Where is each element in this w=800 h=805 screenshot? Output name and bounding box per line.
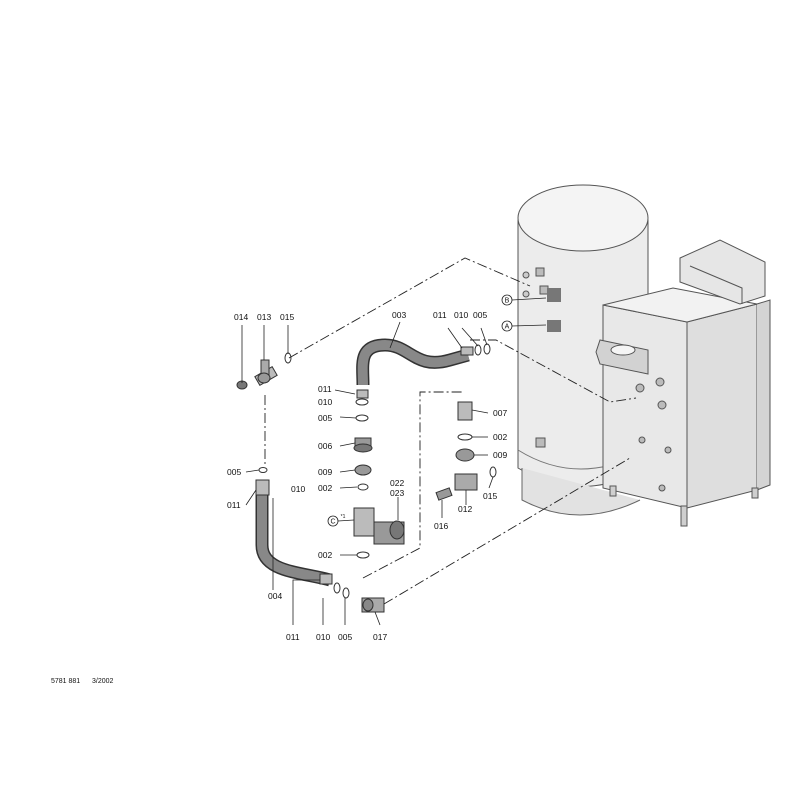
label-011: 011 xyxy=(286,632,300,642)
label-002: 002 xyxy=(318,550,332,560)
label-017: 017 xyxy=(373,632,387,642)
label-011: 011 xyxy=(318,384,332,394)
label-013: 013 xyxy=(257,312,271,322)
label-007: 007 xyxy=(493,408,507,418)
svg-text:B: B xyxy=(505,298,510,305)
label-005: 005 xyxy=(473,310,487,320)
assembly-lines xyxy=(264,257,637,605)
svg-text:*1: *1 xyxy=(341,514,346,520)
label-002: 002 xyxy=(493,432,507,442)
label-005: 005 xyxy=(338,632,352,642)
part-labels: 014 013 015 003 011 010 005 011 010 005 … xyxy=(227,310,507,642)
left-fittings xyxy=(255,467,350,599)
label-014: 014 xyxy=(234,312,248,322)
label-009: 009 xyxy=(318,467,332,477)
leader-lines xyxy=(241,321,494,626)
boiler-unit xyxy=(595,239,771,527)
label-011: 011 xyxy=(227,500,241,510)
svg-text:C: C xyxy=(330,519,335,526)
label-012: 012 xyxy=(458,504,472,514)
label-010: 010 xyxy=(454,310,468,320)
washer-015-left xyxy=(284,352,292,364)
label-010: 010 xyxy=(318,397,332,407)
label-010: 010 xyxy=(316,632,330,642)
doc-date: 3/2002 xyxy=(92,678,114,685)
label-003: 003 xyxy=(392,310,406,320)
label-022: 022 xyxy=(390,478,404,488)
hose-004 xyxy=(255,495,332,587)
label-009: 009 xyxy=(493,450,507,460)
tank-plates xyxy=(547,288,561,332)
marker-b: B xyxy=(501,294,547,306)
label-010: 010 xyxy=(291,484,305,494)
label-016: 016 xyxy=(434,521,448,531)
pump-assembly xyxy=(353,437,405,559)
label-011: 011 xyxy=(433,310,447,320)
fitting-013 xyxy=(254,359,278,387)
label-002: 002 xyxy=(318,483,332,493)
label-004: 004 xyxy=(268,591,282,601)
marker-c: C *1 xyxy=(327,514,355,527)
label-005: 005 xyxy=(227,467,241,477)
marker-a: A xyxy=(501,320,547,332)
svg-text:A: A xyxy=(505,324,510,331)
hose-003 xyxy=(356,338,470,386)
label-015: 015 xyxy=(280,312,294,322)
doc-number: 5781 881 xyxy=(51,678,80,685)
fitting-017 xyxy=(361,597,385,613)
label-015: 015 xyxy=(483,491,497,501)
label-005: 005 xyxy=(318,413,332,423)
label-023: 023 xyxy=(390,488,404,498)
right-fittings xyxy=(435,401,497,501)
label-006: 006 xyxy=(318,441,332,451)
